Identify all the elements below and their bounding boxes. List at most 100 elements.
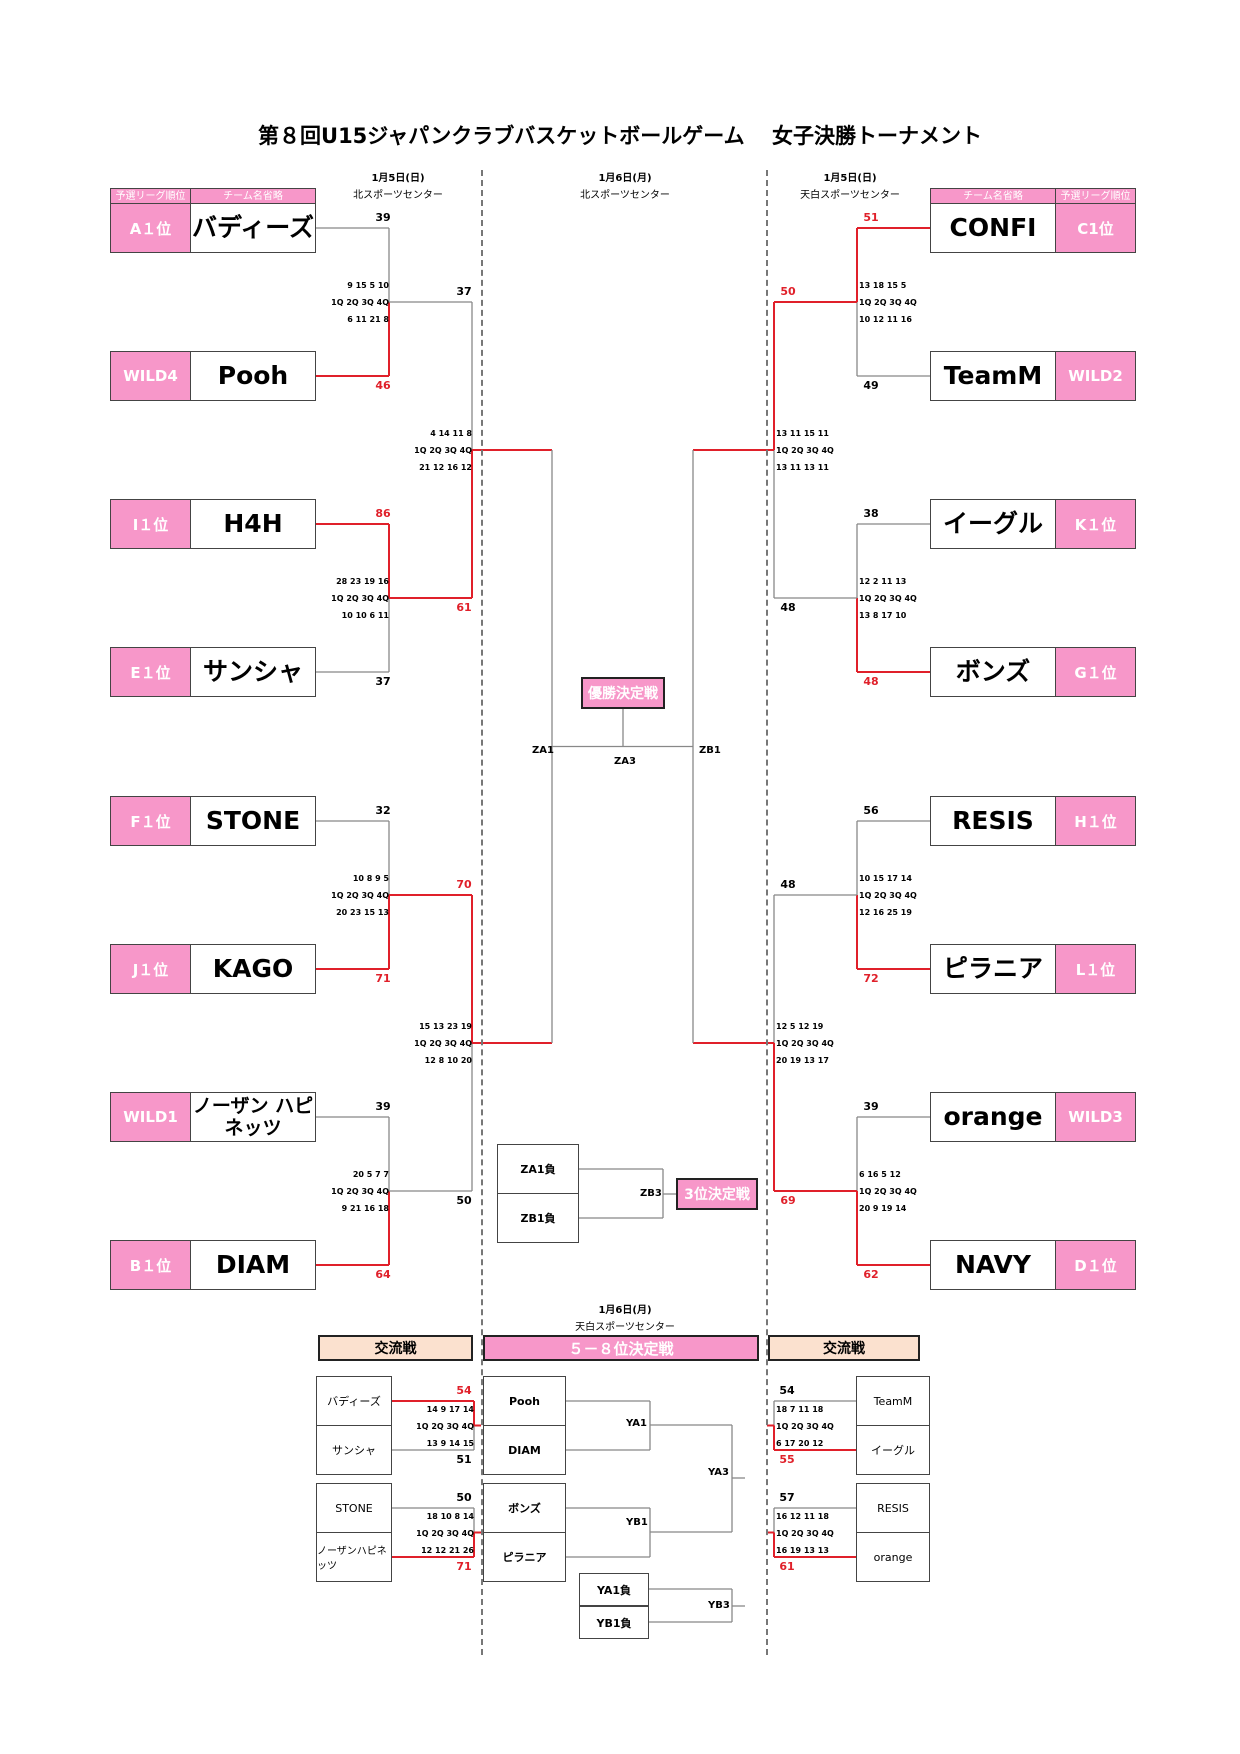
quarters-left-r1-1-qlabels: 1Q 2Q 3Q 4Q (331, 594, 389, 603)
exchange-right-1-top-score: 57 (779, 1491, 795, 1504)
team-cell-right-6: orange (930, 1092, 1056, 1142)
team-cell-right-5: ピラニア (930, 944, 1056, 994)
quarters-left-r2-1-bottom-q: 12 8 10 20 (424, 1056, 472, 1065)
score-right-r1-2-bottom: 72 (863, 972, 879, 985)
quarters-left-r1-1-bottom-q: 10 10 6 11 (341, 611, 389, 620)
code-zb1: ZB1 (699, 745, 721, 756)
quarters-right-r2-1-bottom-q: 20 19 13 17 (776, 1056, 829, 1065)
exchange-left-0-top-score: 54 (456, 1384, 472, 1397)
score-left-r2-1-bottom: 50 (456, 1194, 472, 1207)
venue-center: 1月6日(月) 北スポーツセンター (580, 173, 670, 201)
exchange-right-1-quarters-top-q: 16 12 11 18 (776, 1511, 829, 1521)
exchange-left-0-quarters-qlabels: 1Q 2Q 3Q 4Q (416, 1421, 474, 1431)
team-cell-left-0: バディーズ (190, 203, 316, 253)
rank-cell-left-5: J１位 (110, 944, 191, 994)
exchange-right-1-bottom-score: 61 (779, 1560, 795, 1573)
team-cell-right-2: イーグル (930, 499, 1056, 549)
score-left-r1-0-bottom: 46 (375, 379, 391, 392)
team-cell-left-3: サンシャ (190, 647, 316, 697)
exchange-right-0-bottom-score: 55 (779, 1453, 795, 1466)
quarters-left-r1-3-qlabels: 1Q 2Q 3Q 4Q (331, 1187, 389, 1196)
placement-loser-1: YA1負 (579, 1573, 649, 1606)
code-za3: ZA3 (614, 756, 636, 767)
exchange-right-0-quarters-top-q: 18 7 11 18 (776, 1404, 824, 1414)
quarters-right-r1-1-bottom-q: 13 8 17 10 (859, 611, 907, 620)
team-cell-left-5: KAGO (190, 944, 316, 994)
score-right-r1-3-bottom: 62 (863, 1268, 879, 1281)
quarters-left-r1-3-top-q: 20 5 7 7 (352, 1170, 389, 1179)
exchange-right-1-bottom: orange (856, 1532, 930, 1582)
quarters-left-r2-0-qlabels: 1Q 2Q 3Q 4Q (414, 446, 472, 455)
rank-cell-right-2: K１位 (1055, 499, 1136, 549)
code-za1: ZA1 (532, 745, 554, 756)
placement-label: ５－８位決定戦 (483, 1335, 759, 1361)
header-rank-right: 予選リーグ順位 (1055, 188, 1136, 204)
score-right-r1-0-top: 51 (863, 211, 879, 224)
placement-loser-2: YB1負 (579, 1606, 649, 1639)
rank-cell-right-1: WILD2 (1055, 351, 1136, 401)
exchange-left-0-quarters-top-q: 14 9 17 14 (426, 1404, 474, 1414)
quarters-right-r1-3-qlabels: 1Q 2Q 3Q 4Q (859, 1187, 917, 1196)
quarters-right-r1-2-bottom-q: 12 16 25 19 (859, 908, 912, 917)
third-top-slot: ZA1負 (497, 1144, 579, 1194)
score-right-r2-0-bottom: 48 (780, 601, 796, 614)
quarters-left-r1-0-bottom-q: 6 11 21 8 (347, 315, 389, 324)
exchange-left-label: 交流戦 (318, 1335, 473, 1361)
quarters-right-r1-1-top-q: 12 2 11 13 (859, 577, 907, 586)
team-cell-left-2: H4H (190, 499, 316, 549)
code-ya3: YA3 (708, 1467, 729, 1478)
quarters-left-r1-2-top-q: 10 8 9 5 (352, 874, 389, 883)
exchange-right-0-quarters-bottom-q: 6 17 20 12 (776, 1438, 824, 1448)
placement-team-3: ボンズ (483, 1483, 566, 1533)
score-right-r2-0-top: 50 (780, 285, 796, 298)
placement-team-4: ピラニア (483, 1532, 566, 1582)
title-main: 第８回U15ジャパンクラブバスケットボールゲーム (258, 124, 745, 148)
rank-cell-left-4: F１位 (110, 796, 191, 846)
header-rank-left: 予選リーグ順位 (110, 188, 191, 204)
exchange-right-1-quarters-qlabels: 1Q 2Q 3Q 4Q (776, 1528, 834, 1538)
score-left-r1-3-top: 39 (375, 1100, 391, 1113)
team-cell-left-1: Pooh (190, 351, 316, 401)
exchange-right-0-top: TeamM (856, 1376, 930, 1426)
score-right-r1-1-bottom: 48 (863, 675, 879, 688)
team-cell-right-3: ボンズ (930, 647, 1056, 697)
score-right-r1-3-top: 39 (863, 1100, 879, 1113)
quarters-right-r1-3-top-q: 6 16 5 12 (859, 1170, 901, 1179)
score-right-r2-1-top: 48 (780, 878, 796, 891)
quarters-right-r2-1-top-q: 12 5 12 19 (776, 1022, 824, 1031)
team-cell-right-1: TeamM (930, 351, 1056, 401)
title-sub: 女子決勝トーナメント (771, 124, 982, 148)
rank-cell-left-1: WILD4 (110, 351, 191, 401)
code-yb1: YB1 (626, 1517, 648, 1528)
score-right-r1-1-top: 38 (863, 507, 879, 520)
header-team-right: チーム名省略 (930, 188, 1056, 204)
exchange-left-0-bottom: サンシャ (316, 1425, 392, 1475)
exchange-left-0-quarters-bottom-q: 13 9 14 15 (426, 1438, 474, 1448)
code-yb3: YB3 (708, 1600, 730, 1611)
score-left-r2-1-top: 70 (456, 878, 472, 891)
quarters-left-r2-0-bottom-q: 21 12 16 12 (419, 463, 472, 472)
exchange-right-1-quarters-bottom-q: 16 19 13 13 (776, 1545, 829, 1555)
exchange-right-1-top: RESIS (856, 1483, 930, 1533)
team-cell-left-4: STONE (190, 796, 316, 846)
third-place-label: 3位決定戦 (676, 1178, 758, 1210)
score-right-r1-0-bottom: 49 (863, 379, 879, 392)
exchange-right-0-top-score: 54 (779, 1384, 795, 1397)
exchange-left-0-top: バディーズ (316, 1376, 392, 1426)
score-left-r1-2-top: 32 (375, 804, 391, 817)
score-left-r1-0-top: 39 (375, 211, 391, 224)
code-zb3: ZB3 (640, 1188, 662, 1199)
score-left-r2-0-top: 37 (456, 285, 472, 298)
quarters-right-r2-0-top-q: 13 11 15 11 (776, 429, 829, 438)
exchange-left-1-quarters-bottom-q: 12 12 21 26 (421, 1545, 474, 1555)
quarters-right-r1-2-qlabels: 1Q 2Q 3Q 4Q (859, 891, 917, 900)
quarters-left-r2-1-qlabels: 1Q 2Q 3Q 4Q (414, 1039, 472, 1048)
quarters-left-r2-1-top-q: 15 13 23 19 (419, 1022, 472, 1031)
rank-cell-right-4: H１位 (1055, 796, 1136, 846)
score-left-r1-1-bottom: 37 (375, 675, 391, 688)
quarters-right-r2-0-qlabels: 1Q 2Q 3Q 4Q (776, 446, 834, 455)
quarters-left-r1-0-qlabels: 1Q 2Q 3Q 4Q (331, 298, 389, 307)
quarters-left-r1-3-bottom-q: 9 21 16 18 (341, 1204, 389, 1213)
divider-left (481, 170, 483, 1655)
page-title: 第８回U15ジャパンクラブバスケットボールゲーム 女子決勝トーナメント (0, 120, 1240, 150)
